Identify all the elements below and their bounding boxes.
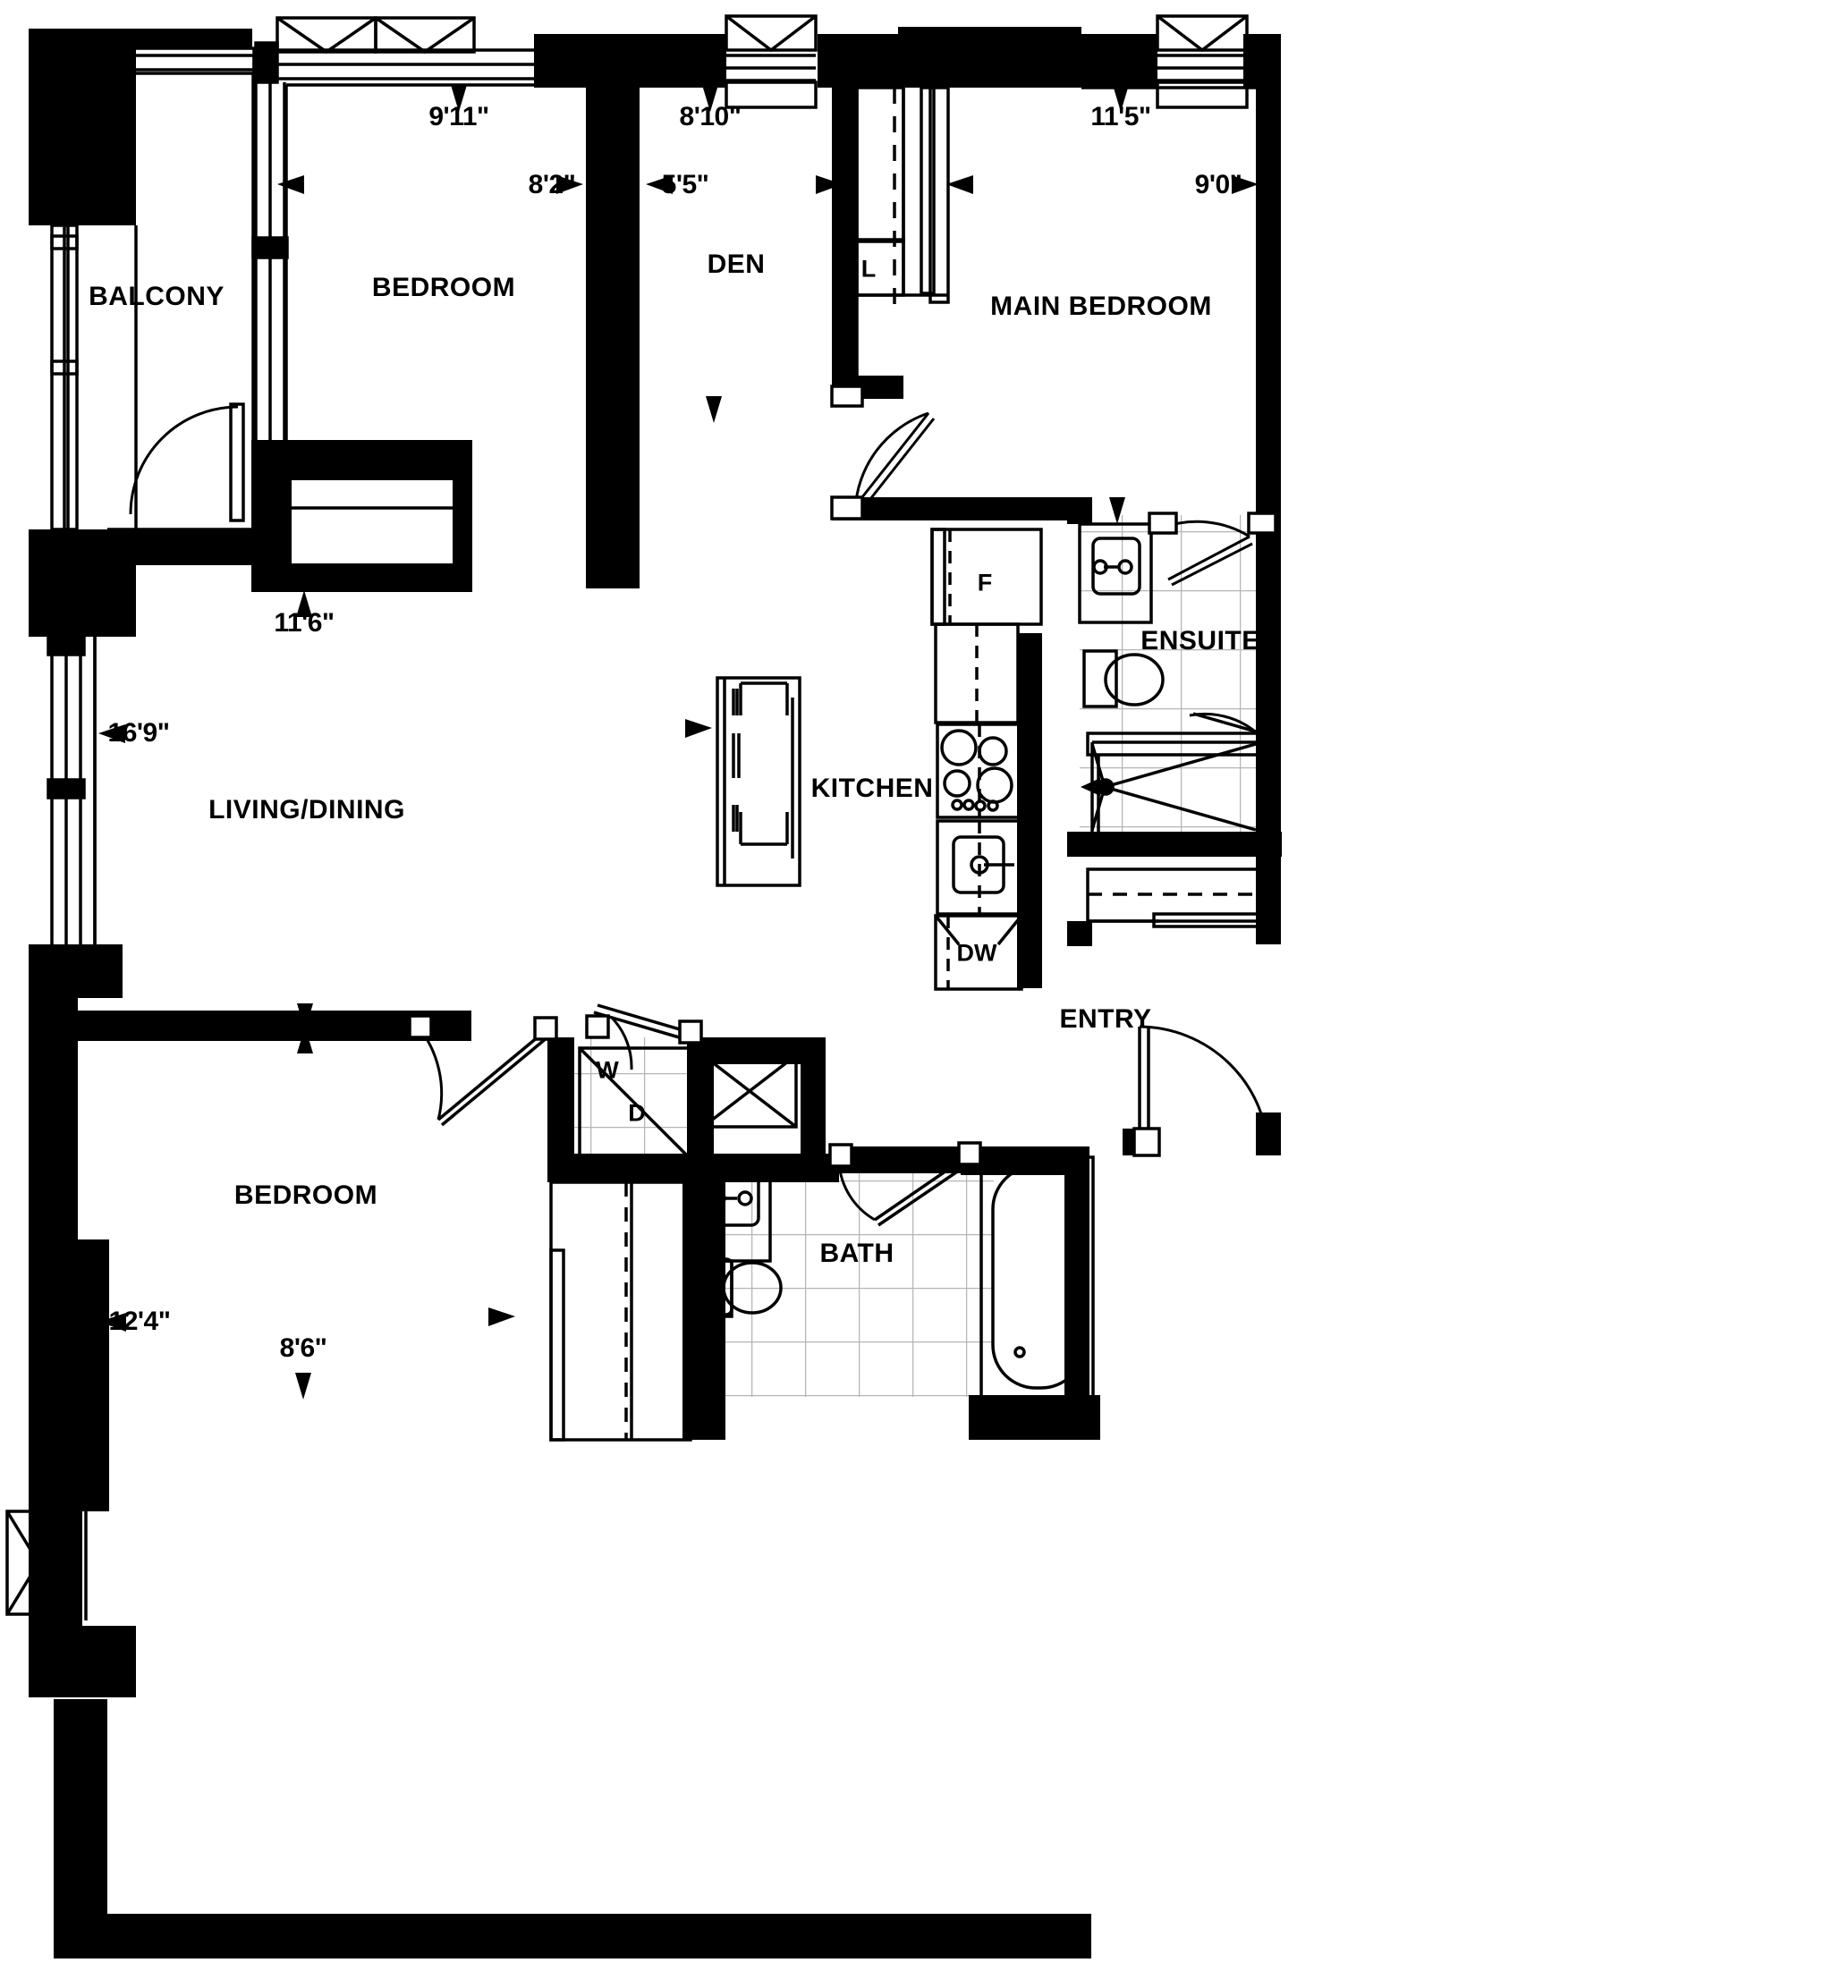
dimension-arrows xyxy=(98,85,1259,1400)
dimension-bedroom-2-depth: 8'2" xyxy=(528,170,576,199)
room-label-entry: ENTRY xyxy=(1059,1004,1152,1034)
room-label-ensuite: ENSUITE xyxy=(1140,626,1260,656)
room-label-living-dining: LIVING/DINING xyxy=(208,795,405,825)
room-label-bath: BATH xyxy=(819,1239,894,1268)
dimension-bedroom-2-lower: 11'6" xyxy=(274,608,335,638)
dimension-main-bedroom-depth: 9'0" xyxy=(1194,170,1242,199)
dimension-main-bedroom-width: 11'5" xyxy=(1090,102,1151,131)
dimension-bedroom-2-width: 9'11" xyxy=(428,102,489,131)
thin-walls-and-windows xyxy=(5,14,1279,1620)
structural-walls xyxy=(29,27,1282,1958)
appliance-label-linen-closet: L xyxy=(860,255,877,283)
appliance-label-fridge: F xyxy=(977,569,993,596)
appliance-label-dryer: D xyxy=(628,1099,646,1127)
room-label-bedroom-2: BEDROOM xyxy=(371,273,516,302)
room-label-kitchen: KITCHEN xyxy=(810,774,934,803)
dimension-bedroom-1-depth: 8'6" xyxy=(279,1333,327,1363)
appliance-label-dishwasher: DW xyxy=(956,939,997,967)
room-label-den: DEN xyxy=(707,250,766,279)
dimension-bedroom-1-width: 12'4" xyxy=(108,1307,171,1336)
dimension-living-dining-length: 16'9" xyxy=(107,718,170,748)
appliance-label-washer: W xyxy=(596,1056,619,1084)
dimension-den-depth: 5'5" xyxy=(661,170,709,199)
room-label-bedroom-1: BEDROOM xyxy=(233,1180,378,1210)
dimension-den-width: 8'10" xyxy=(679,102,742,131)
room-label-main-bedroom: MAIN BEDROOM xyxy=(990,292,1212,321)
room-label-balcony: BALCONY xyxy=(89,282,225,311)
